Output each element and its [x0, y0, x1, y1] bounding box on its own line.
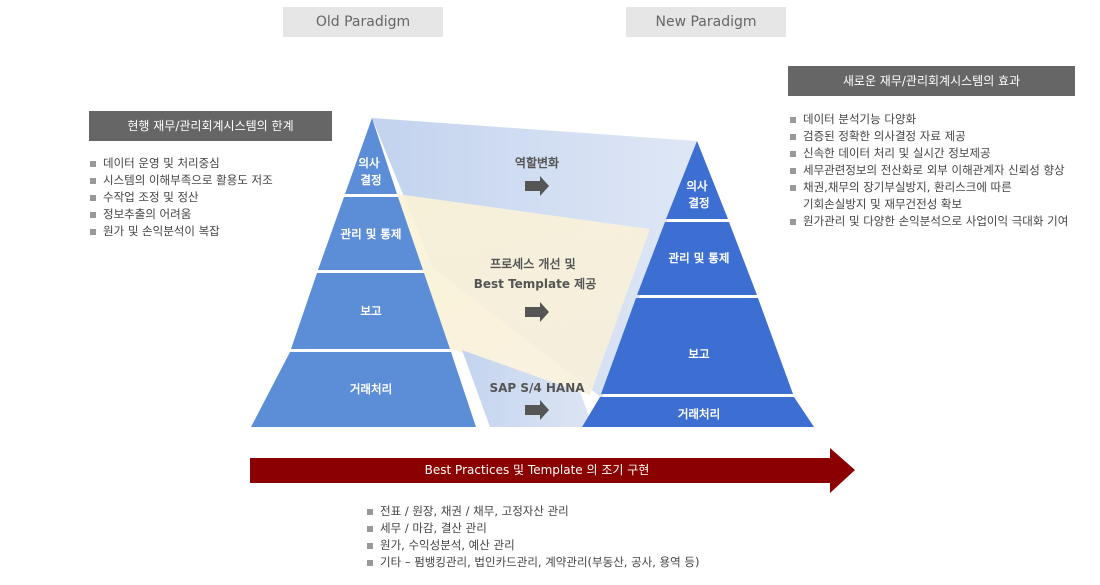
list-item: 기회손실방지 및 재무건전성 확보 [803, 197, 963, 211]
old-layer-2 [318, 197, 423, 270]
new-layer-2 [637, 222, 757, 295]
list-item: 세무 / 마감, 결산 관리 [366, 520, 786, 537]
hana-band [462, 350, 593, 427]
list-item: 신속한 데이터 처리 및 실시간 정보제공 [789, 145, 1094, 162]
new-layer-3 [601, 298, 793, 394]
old-paradigm-label: Old Paradigm [283, 7, 443, 37]
new-layer-4-label: 거래처리 [678, 407, 720, 421]
arrow-right-icon [525, 302, 549, 322]
best-practices-banner-arrow [250, 448, 855, 493]
old-layer-4 [251, 352, 476, 427]
new-layer-3-label: 보고 [688, 347, 710, 361]
list-item: 채권,채무의 장기부실방지, 환리스크에 따른 [789, 179, 1094, 196]
right-panel-title: 새로운 재무/관리회계시스템의 효과 [788, 66, 1075, 96]
old-layer-4-label: 거래처리 [350, 382, 392, 396]
left-panel-title: 현행 재무/관리회계시스템의 한계 [89, 111, 332, 141]
new-layer-2-label: 관리 및 통제 [669, 251, 730, 265]
transition-3-label: SAP S/4 HANA [489, 381, 585, 395]
old-layer-3-label: 보고 [360, 304, 382, 318]
old-layer-2-label: 관리 및 통제 [341, 227, 402, 241]
transition-1-label: 역할변화 [515, 155, 559, 170]
banner-label: Best Practices 및 Template 의 조기 구현 [425, 463, 650, 477]
old-layer-1 [345, 118, 397, 194]
old-pyramid [251, 118, 476, 427]
list-item: 기타 – 펌뱅킹관리, 법인카드관리, 계약관리(부동산, 공사, 용역 등) [366, 554, 786, 571]
list-item: 데이터 분석기능 다양화 [789, 111, 1094, 128]
arrow-right-icon [525, 176, 549, 196]
list-item: 시스템의 이해부족으로 활용도 저조 [89, 172, 339, 189]
list-item: 데이터 운영 및 처리중심 [89, 155, 339, 172]
new-layer-1 [666, 141, 728, 219]
list-item: 세무관련정보의 전산화로 외부 이해관계자 신뢰성 향상 [789, 162, 1094, 179]
list-item: 전표 / 원장, 채권 / 채무, 고정자산 관리 [366, 503, 786, 520]
new-pyramid [582, 141, 814, 427]
list-item: 원가관리 및 다양한 손익분석으로 사업이익 극대화 기여 [789, 213, 1094, 230]
new-layer-1-label: 의사 결정 [686, 179, 711, 210]
list-item: 정보추출의 어려움 [89, 206, 339, 223]
new-layer-4 [582, 397, 814, 427]
list-item: 원가, 수익성분석, 예산 관리 [366, 537, 786, 554]
arrow-right-icon [525, 400, 549, 420]
new-paradigm-label: New Paradigm [626, 7, 786, 37]
old-layer-1-label: 의사 결정 [358, 156, 383, 187]
process-band [397, 194, 650, 395]
list-item: 검증된 정확한 의사결정 자료 제공 [789, 128, 1094, 145]
transition-2-label: 프로세스 개선 및 Best Template 제공 [474, 256, 597, 291]
list-item: 수작업 조정 및 정산 [89, 189, 339, 206]
old-layer-3 [291, 273, 450, 349]
list-item: 원가 및 손익분석이 복잡 [89, 223, 339, 240]
